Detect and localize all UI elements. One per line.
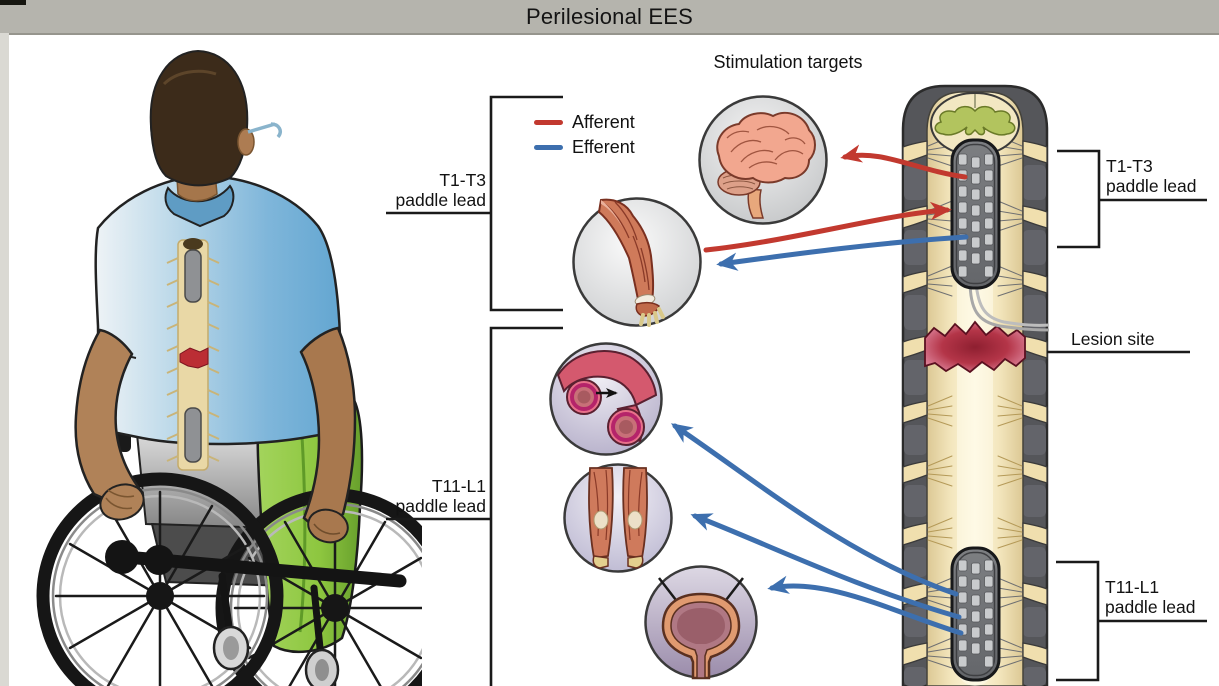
wheelchair-left-wheel xyxy=(36,472,284,686)
legend-item-afferent: Afferent xyxy=(534,110,635,135)
spinal-cord-illustration xyxy=(901,84,1050,686)
blood-vessel-icon xyxy=(549,342,663,456)
figure-title-bar: Perilesional EES xyxy=(0,0,1219,35)
afferent-dash-icon xyxy=(534,120,563,125)
legend-item-efferent: Efferent xyxy=(534,135,635,160)
label-left-t1-t3: T1-T3 paddle lead xyxy=(395,170,487,210)
bladder-icon xyxy=(644,565,758,680)
stimulation-targets-title: Stimulation targets xyxy=(713,52,863,72)
label-right-t11-l1: T11-L1 paddle lead xyxy=(1105,577,1196,617)
person-arms xyxy=(74,326,357,544)
right-upper-bracket xyxy=(1057,149,1101,249)
arm-icon xyxy=(572,197,702,327)
page-edge-strip xyxy=(0,33,9,686)
legend-label: Afferent xyxy=(572,112,635,132)
right-lower-bracket xyxy=(1056,560,1100,682)
legend: Afferent Efferent xyxy=(534,110,635,160)
legend-label: Efferent xyxy=(572,137,635,157)
corner-artifact xyxy=(0,0,26,5)
t11-l1-paddle-lead-graphic xyxy=(950,546,1001,682)
person-torso xyxy=(94,174,343,446)
implanted-spine-strip xyxy=(166,238,220,471)
efferent-dash-icon xyxy=(534,145,563,150)
label-left-t11-l1: T11-L1 paddle lead xyxy=(395,476,487,516)
label-right-t1-t3: T1-T3 paddle lead xyxy=(1106,156,1197,196)
cord-cross-section xyxy=(930,92,1020,156)
wheelchair-user-illustration xyxy=(36,49,422,686)
gray-matter-butterfly xyxy=(934,105,1016,136)
wheelchair-frame xyxy=(105,540,407,686)
lesion-site-shape xyxy=(924,320,1026,374)
figure-title: Perilesional EES xyxy=(525,3,694,29)
ear xyxy=(237,128,255,156)
label-lesion-site: Lesion site xyxy=(1071,329,1155,349)
person-head xyxy=(149,49,282,202)
brain-icon xyxy=(698,95,828,225)
lesion-mark-on-back xyxy=(179,347,209,369)
glasses-icon xyxy=(247,122,282,139)
legs-icon xyxy=(563,463,673,573)
